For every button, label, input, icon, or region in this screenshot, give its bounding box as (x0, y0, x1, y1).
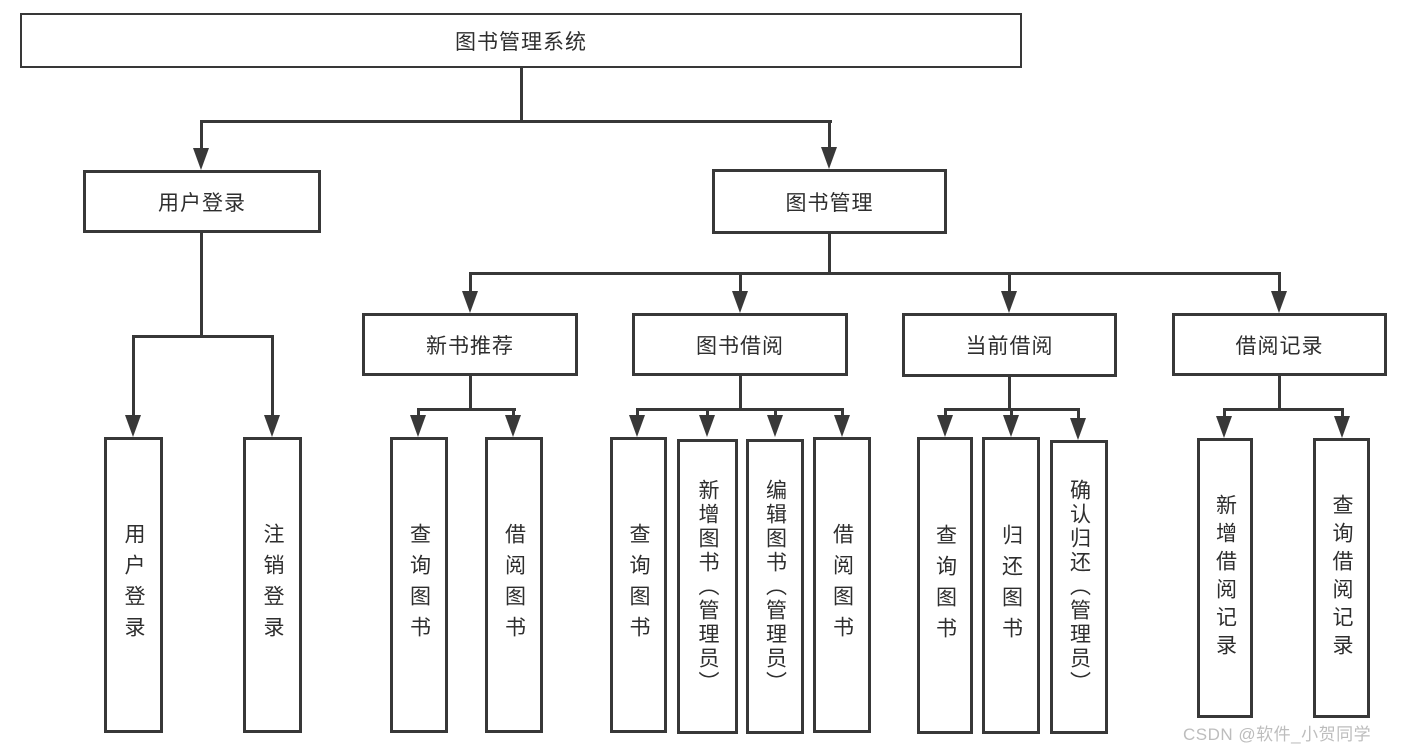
connector-line (774, 408, 777, 418)
leaf-borrowing-edit-books-label: 编辑图书（管理员） (763, 478, 787, 695)
leaf-recommend-borrow-books: 借阅图书 (485, 437, 543, 733)
connector-line (520, 68, 523, 123)
leaf-borrowing-borrow-books-label: 借阅图书 (830, 523, 854, 647)
connector-line (636, 408, 639, 418)
node-root-system: 图书管理系统 (20, 13, 1022, 68)
leaf-records-add-record-label: 新增借阅记录 (1213, 494, 1237, 662)
arrowhead-down-icon (732, 291, 748, 313)
connector-line (417, 408, 516, 411)
arrowhead-down-icon (1070, 418, 1086, 440)
connector-line (132, 335, 135, 417)
leaf-recommend-query-books-label: 查询图书 (407, 523, 431, 647)
connector-line (1278, 272, 1281, 294)
leaf-user-login-label: 用户登录 (122, 523, 145, 647)
arrowhead-down-icon (1216, 416, 1232, 438)
connector-line (417, 408, 420, 418)
node-book-management: 图书管理 (712, 169, 947, 234)
leaf-current-return-books: 归还图书 (982, 437, 1040, 734)
arrowhead-down-icon (1271, 291, 1287, 313)
arrowhead-down-icon (699, 415, 715, 437)
leaf-current-confirm-return: 确认归还（管理员） (1050, 440, 1108, 734)
arrowhead-down-icon (462, 291, 478, 313)
arrowhead-down-icon (125, 415, 141, 437)
connector-line (469, 272, 1281, 275)
leaf-current-return-books-label: 归还图书 (999, 523, 1023, 648)
arrowhead-down-icon (937, 415, 953, 437)
leaf-current-query-books: 查询图书 (917, 437, 973, 734)
connector-line (469, 376, 472, 411)
node-borrowing-records: 借阅记录 (1172, 313, 1387, 376)
leaf-borrowing-add-books: 新增图书（管理员） (677, 439, 738, 734)
leaf-records-query-record: 查询借阅记录 (1313, 438, 1370, 718)
connector-line (739, 272, 742, 294)
arrowhead-down-icon (834, 415, 850, 437)
connector-line (1008, 272, 1011, 294)
connector-line (1077, 408, 1080, 418)
connector-line (739, 376, 742, 411)
arrowhead-down-icon (629, 415, 645, 437)
leaf-borrowing-query-books-label: 查询图书 (627, 523, 650, 647)
connector-line (200, 232, 203, 338)
csdn-watermark: CSDN @软件_小贺同学 (1183, 725, 1372, 744)
node-user-login: 用户登录 (83, 170, 321, 233)
node-new-book-recommend: 新书推荐 (362, 313, 578, 376)
connector-line (200, 120, 203, 150)
connector-line (469, 272, 472, 294)
leaf-logout: 注销登录 (243, 437, 302, 733)
leaf-recommend-borrow-books-label: 借阅图书 (502, 523, 526, 647)
connector-line (200, 120, 832, 123)
node-book-borrowing: 图书借阅 (632, 313, 848, 376)
arrowhead-down-icon (193, 148, 209, 170)
connector-line (512, 408, 515, 418)
leaf-logout-label: 注销登录 (261, 523, 284, 647)
connector-line (1341, 408, 1344, 418)
connector-line (636, 408, 844, 411)
leaf-borrowing-edit-books: 编辑图书（管理员） (746, 439, 804, 734)
connector-line (1008, 376, 1011, 411)
arrowhead-down-icon (264, 415, 280, 437)
arrowhead-down-icon (1003, 415, 1019, 437)
leaf-borrowing-query-books: 查询图书 (610, 437, 667, 733)
connector-line (1223, 408, 1226, 418)
arrowhead-down-icon (1001, 291, 1017, 313)
arrowhead-down-icon (821, 147, 837, 169)
connector-line (132, 335, 274, 338)
leaf-records-query-record-label: 查询借阅记录 (1330, 494, 1353, 662)
connector-line (706, 408, 709, 418)
arrowhead-down-icon (767, 415, 783, 437)
connector-line (828, 120, 831, 149)
leaf-records-add-record: 新增借阅记录 (1197, 438, 1253, 718)
leaf-recommend-query-books: 查询图书 (390, 437, 448, 733)
connector-line (271, 335, 274, 417)
connector-line (841, 408, 844, 418)
leaf-current-confirm-return-label: 确认归还（管理员） (1067, 479, 1091, 695)
leaf-user-login: 用户登录 (104, 437, 163, 733)
leaf-current-query-books-label: 查询图书 (933, 523, 957, 648)
arrowhead-down-icon (1334, 416, 1350, 438)
arrowhead-down-icon (505, 415, 521, 437)
connector-line (1223, 408, 1344, 411)
arrowhead-down-icon (410, 415, 426, 437)
connector-line (944, 408, 947, 418)
connector-line (1010, 408, 1013, 418)
leaf-borrowing-add-books-label: 新增图书（管理员） (696, 478, 719, 695)
connector-line (1278, 376, 1281, 411)
connector-line (828, 234, 831, 275)
leaf-borrowing-borrow-books: 借阅图书 (813, 437, 871, 733)
node-current-borrowing: 当前借阅 (902, 313, 1117, 377)
